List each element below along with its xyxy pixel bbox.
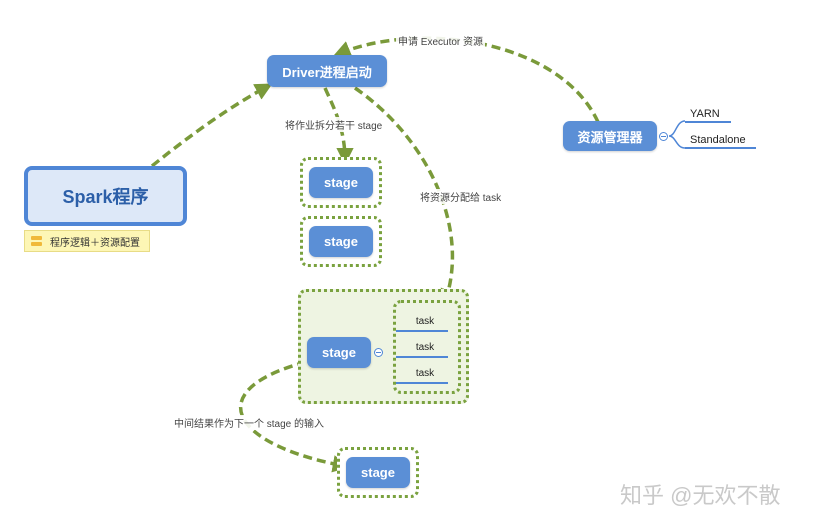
arrow-spark-to-driver [150, 83, 273, 168]
stage-node-4[interactable]: stage [346, 457, 410, 488]
stage-node-3[interactable]: stage [307, 337, 371, 368]
rm-child-standalone-underline [685, 147, 756, 149]
rm-child-yarn[interactable]: YARN [690, 108, 720, 120]
task-item-2[interactable]: task [415, 342, 435, 353]
rm-child-yarn-underline [685, 121, 731, 123]
resource-manager-collapse-icon[interactable] [659, 132, 668, 141]
arrow-driver-to-tasks [354, 86, 458, 307]
resource-manager-node[interactable]: 资源管理器 [563, 121, 657, 151]
task-underline-1 [396, 330, 448, 332]
spark-note: 程序逻辑＋资源配置 [24, 230, 150, 252]
task-item-1[interactable]: task [415, 316, 435, 327]
stage-node-2[interactable]: stage [309, 226, 373, 257]
stage-node-1[interactable]: stage [309, 167, 373, 198]
arrow-stage-to-next-stage [239, 360, 351, 473]
rm-child-standalone[interactable]: Standalone [690, 134, 746, 146]
task-item-3[interactable]: task [415, 368, 435, 379]
note-icon [31, 236, 42, 246]
label-apply-executor: 申请 Executor 资源 [396, 33, 486, 48]
label-split-stages: 将作业拆分若干 stage [283, 117, 385, 132]
note-text: 程序逻辑＋资源配置 [50, 237, 140, 249]
label-intermediate-result: 中间结果作为下一个 stage 的输入 [172, 415, 327, 430]
watermark: 知乎 @无欢不散 [620, 483, 781, 508]
task-group-frame [393, 300, 461, 394]
driver-node[interactable]: Driver进程启动 [267, 55, 387, 87]
branch-resource-manager [668, 120, 686, 149]
label-assign-tasks: 将资源分配给 task [418, 189, 504, 204]
task-underline-3 [396, 382, 448, 384]
spark-program-node[interactable]: Spark程序 [24, 166, 187, 226]
task-underline-2 [396, 356, 448, 358]
stage-collapse-icon[interactable] [374, 348, 383, 357]
